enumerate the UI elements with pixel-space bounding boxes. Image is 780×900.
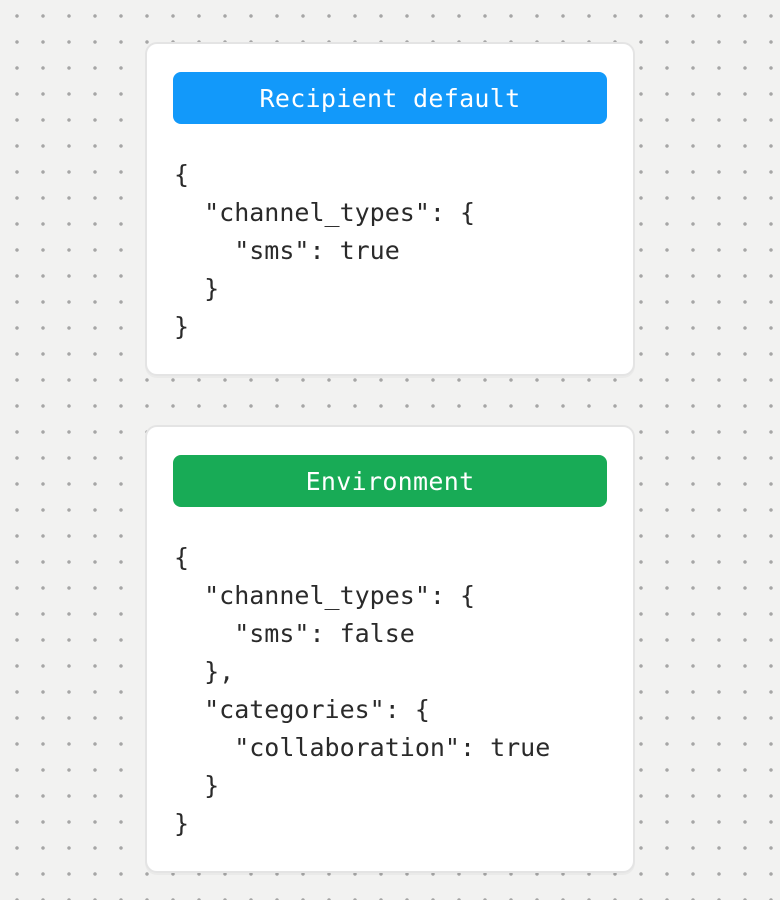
environment-json-block: { "channel_types": { "sms": false }, "ca… bbox=[173, 539, 607, 843]
code-line: "channel_types": { bbox=[174, 581, 476, 610]
code-line: }, bbox=[174, 657, 235, 686]
code-line: } bbox=[174, 771, 220, 800]
code-line: } bbox=[174, 274, 220, 303]
code-line: "categories": { bbox=[174, 695, 430, 724]
code-line: "sms": true bbox=[174, 236, 400, 265]
code-line: { bbox=[174, 160, 190, 189]
code-line: "channel_types": { bbox=[174, 198, 476, 227]
environment-card: Environment { "channel_types": { "sms": … bbox=[145, 425, 635, 873]
environment-badge: Environment bbox=[173, 455, 607, 507]
code-line: { bbox=[174, 543, 190, 572]
recipient-default-badge: Recipient default bbox=[173, 72, 607, 124]
code-line: "sms": false bbox=[174, 619, 415, 648]
code-line: } bbox=[174, 809, 190, 838]
recipient-default-card: Recipient default { "channel_types": { "… bbox=[145, 42, 635, 376]
code-line: } bbox=[174, 312, 190, 341]
code-line: "collaboration": true bbox=[174, 733, 551, 762]
recipient-default-json-block: { "channel_types": { "sms": true } } bbox=[173, 156, 607, 346]
